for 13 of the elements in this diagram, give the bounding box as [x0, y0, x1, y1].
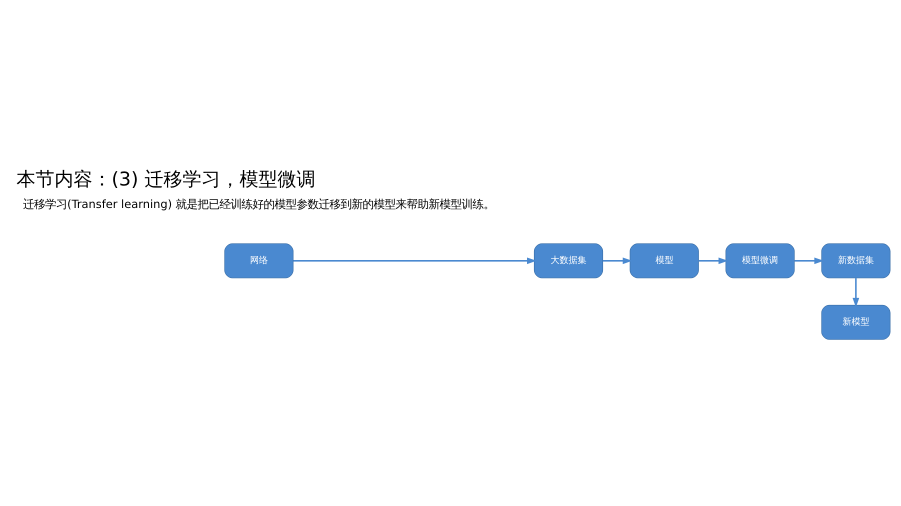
node-box: 模型 — [630, 242, 699, 278]
diagram-title: 本节内容：(3) 迁移学习，模型微调 — [16, 168, 316, 190]
arrow — [293, 256, 537, 264]
node-box: 新模型 — [821, 304, 890, 340]
arrow — [852, 278, 860, 307]
node-box: 新数据集 — [821, 242, 890, 278]
label: 迁移学习(Transfer learning) 就是把已经训练好的模型参数迁移到新的模型来帮助新模型训练。 — [23, 196, 495, 210]
arrow — [698, 256, 728, 264]
node-box: 大数据集 — [534, 242, 604, 278]
arrow — [603, 256, 632, 264]
arrow — [794, 256, 824, 264]
node-box: 模型微调 — [726, 242, 795, 278]
node-box: 网络 — [224, 242, 294, 278]
